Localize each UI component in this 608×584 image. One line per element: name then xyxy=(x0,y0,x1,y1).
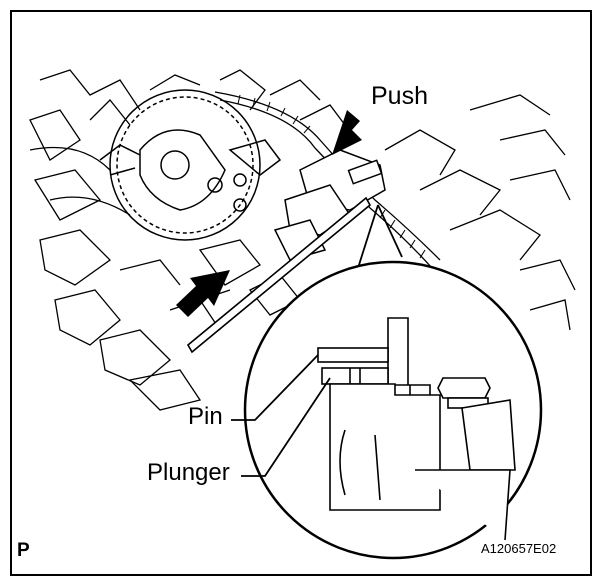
leader-lines xyxy=(231,354,331,477)
pin-label: Pin xyxy=(188,403,223,430)
plunger-label: Plunger xyxy=(147,459,230,486)
engine-block-lines xyxy=(29,69,576,411)
push-label: Push xyxy=(371,82,428,110)
pin-tool xyxy=(186,196,372,354)
corner-mark: P xyxy=(17,540,30,561)
push-arrow xyxy=(332,110,362,155)
insert-arrow xyxy=(176,270,230,317)
figure-id: A120657E02 xyxy=(481,541,557,556)
camshaft-sprocket xyxy=(99,89,282,241)
callout-lines xyxy=(357,204,403,269)
magnified-view xyxy=(243,260,543,560)
